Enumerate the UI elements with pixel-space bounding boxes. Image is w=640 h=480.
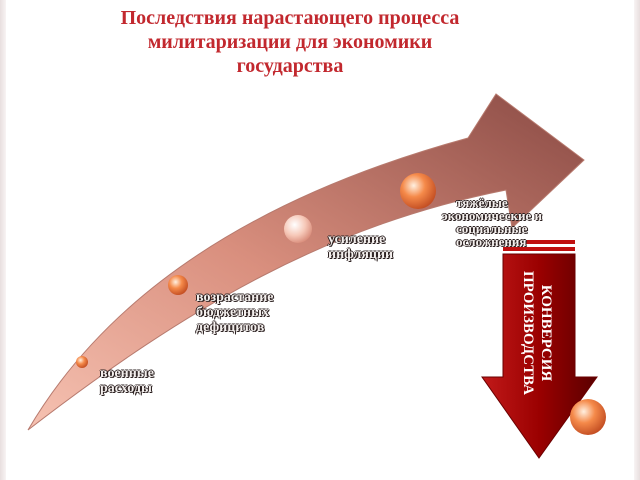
conversion-label: КОНВЕРСИЯ ПРОИЗВОДСТВА bbox=[505, 268, 565, 398]
step-3-line-2: инфляции bbox=[328, 247, 394, 262]
step-3-line-1: усиление bbox=[328, 232, 386, 247]
curved-arrow bbox=[27, 93, 585, 431]
step-2-line-2: бюджетных bbox=[196, 305, 270, 320]
title-line-1: Последствия нарастающего процесса bbox=[120, 7, 460, 29]
slide-title: Последствия нарастающего процесса милита… bbox=[30, 6, 550, 78]
step-dot-4 bbox=[400, 173, 436, 209]
title-line-2: милитаризации для экономики bbox=[147, 31, 433, 53]
conversion-line-1: КОНВЕРСИЯ bbox=[538, 284, 554, 382]
step-1-line-2: расходы bbox=[100, 381, 152, 396]
step-4-line-4: осложнения bbox=[456, 234, 527, 249]
step-label-3: усиление инфляции bbox=[328, 232, 393, 262]
slide-frame-right bbox=[634, 0, 640, 480]
title-line-3: государства bbox=[236, 55, 344, 77]
step-label-2: возрастание бюджетных дефицитов bbox=[196, 290, 274, 335]
conversion-line-2: ПРОИЗВОДСТВА bbox=[520, 271, 536, 395]
step-label-1: военные расходы bbox=[100, 366, 154, 396]
slide-frame-left bbox=[0, 0, 6, 480]
step-dot-3 bbox=[284, 215, 312, 243]
step-4-line-2: экономические и bbox=[442, 208, 543, 223]
step-2-line-3: дефицитов bbox=[196, 320, 265, 335]
step-4-line-1: тяжёлые bbox=[456, 195, 508, 210]
step-dot-1 bbox=[76, 356, 88, 368]
step-1-line-1: военные bbox=[100, 366, 154, 381]
conversion-arrow bbox=[481, 240, 598, 459]
step-label-4: тяжёлые экономические и социальные ослож… bbox=[442, 196, 542, 248]
step-4-line-3: социальные bbox=[456, 221, 528, 236]
step-2-line-1: возрастание bbox=[196, 290, 274, 305]
step-dot-2 bbox=[168, 275, 188, 295]
decor-circle bbox=[570, 399, 606, 435]
